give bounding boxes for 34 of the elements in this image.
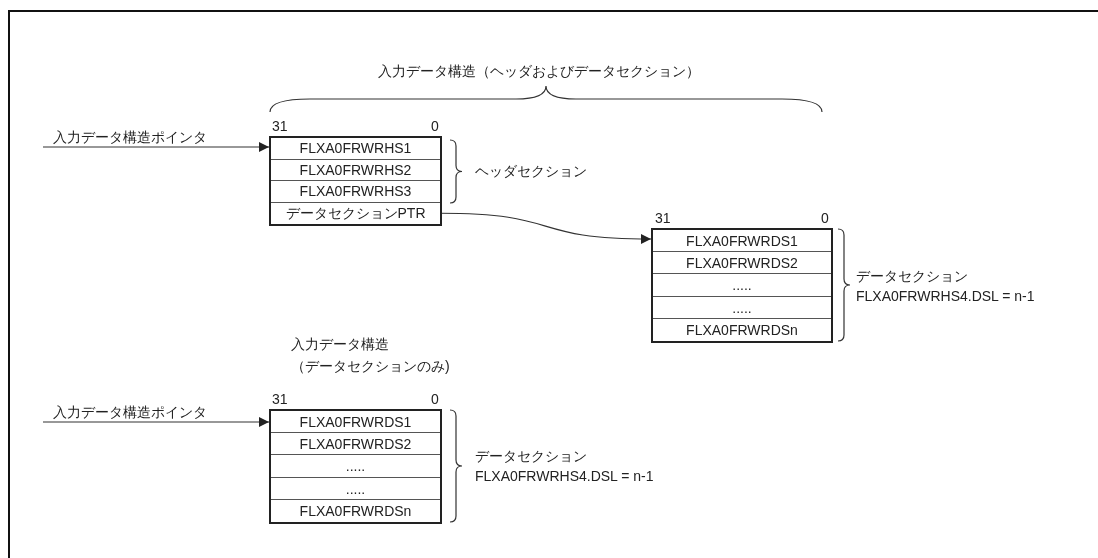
- bit-number: 0: [821, 210, 829, 226]
- register-table: [269, 136, 442, 226]
- brace-label: FLXA0FRWRHS4.DSL = n-1: [475, 468, 654, 484]
- table-row: FLXA0FRWRHS1: [271, 138, 440, 160]
- pointer-label: 入力データ構造ポインタ: [43, 129, 255, 147]
- structure-title: 入力データ構造（ヘッダおよびデータセクション）: [378, 63, 700, 79]
- table-row: FLXA0FRWRDS1: [653, 230, 831, 253]
- table-row: データセクションPTR: [271, 202, 440, 224]
- bit-number: 31: [272, 118, 288, 134]
- structure-title: 入力データ構造（データセクションのみ): [291, 335, 451, 376]
- table-row: FLXA0FRWRDSn: [653, 318, 831, 341]
- bit-number: 0: [431, 118, 439, 134]
- brace-label: ヘッダセクション: [475, 163, 587, 179]
- table-row: .....: [271, 455, 440, 478]
- pointer-label: 入力データ構造ポインタ: [43, 404, 255, 422]
- register-table: [651, 228, 833, 343]
- brace-label: データセクション: [475, 448, 587, 464]
- table-row: .....: [271, 477, 440, 500]
- table-row: FLXA0FRWRDS1: [271, 411, 440, 434]
- bit-number: 0: [431, 391, 439, 407]
- brace-label: データセクション: [856, 268, 968, 284]
- table-row: FLXA0FRWRDSn: [271, 499, 440, 522]
- table-row: FLXA0FRWRDS2: [653, 252, 831, 275]
- table-row: FLXA0FRWRDS2: [271, 433, 440, 456]
- table-row: .....: [653, 296, 831, 319]
- table-row: .....: [653, 274, 831, 297]
- register-table: [269, 409, 442, 524]
- table-row: FLXA0FRWRHS2: [271, 159, 440, 181]
- bit-number: 31: [655, 210, 671, 226]
- bit-number: 31: [272, 391, 288, 407]
- brace-label: FLXA0FRWRHS4.DSL = n-1: [856, 288, 1035, 304]
- arrow: [42, 417, 270, 427]
- arrow: [42, 142, 270, 152]
- table-row: FLXA0FRWRHS3: [271, 181, 440, 203]
